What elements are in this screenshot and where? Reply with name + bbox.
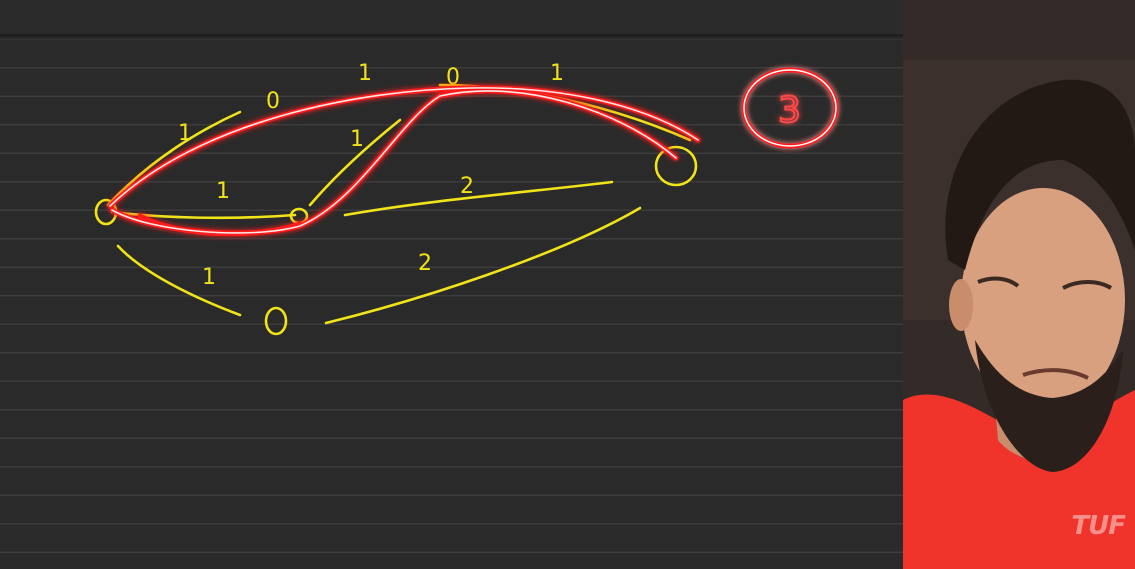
weight-top-right-1: 1 (550, 61, 564, 86)
weight-inner-1: 1 (216, 179, 230, 204)
edge-left-to-middle (110, 210, 297, 220)
edge-left-to-top (106, 110, 242, 207)
weight-top-1: 1 (358, 61, 372, 86)
weight-mid-1: 1 (350, 127, 364, 152)
weight-bottom-2: 2 (418, 251, 432, 276)
graph-edges (106, 83, 692, 325)
answer-circle: 3 (741, 67, 839, 149)
weight-top-left: 1 (178, 121, 192, 146)
node-right (654, 145, 698, 187)
highlight-lower-s (109, 88, 679, 236)
edge-middle-to-right-upper (308, 118, 402, 207)
edge-left-to-bottom (116, 244, 242, 317)
whiteboard-top-bar (0, 0, 903, 37)
tuf-watermark: TUF (1071, 511, 1126, 541)
webcam-panel: TUF (903, 0, 1135, 569)
edge-middle-to-right (343, 180, 614, 217)
presenter-video (903, 0, 1135, 569)
node-bottom (264, 306, 288, 336)
presenter-face (961, 188, 1125, 412)
weight-bottom-left-1: 1 (202, 265, 216, 290)
presenter-beard (975, 340, 1123, 472)
edge-bottom-to-right (324, 206, 642, 325)
weight-top-0-right: 0 (446, 65, 460, 90)
weight-right-2: 2 (460, 174, 474, 199)
weight-top-0: 0 (266, 89, 280, 114)
graph-nodes (94, 145, 698, 336)
answer-value: 3 (778, 90, 801, 131)
presenter-hair (945, 79, 1135, 270)
graph-drawing: 1 0 1 0 1 1 1 2 1 2 3 (94, 61, 839, 336)
